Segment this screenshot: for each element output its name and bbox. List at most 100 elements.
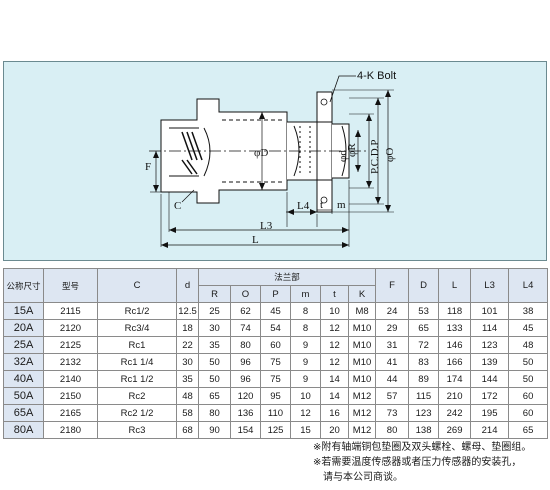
cell-model: 2165 bbox=[43, 404, 98, 422]
label-d: φd bbox=[337, 150, 349, 162]
cell-R: 80 bbox=[198, 404, 231, 422]
header-m: m bbox=[290, 285, 321, 303]
header-flange-group: 法兰部 bbox=[197, 268, 377, 286]
label-F: F bbox=[145, 161, 151, 173]
header-t: t bbox=[320, 285, 349, 303]
label-m: m bbox=[337, 199, 346, 211]
cell-L: 166 bbox=[438, 353, 472, 371]
cell-O: 96 bbox=[230, 353, 261, 371]
cell-L: 210 bbox=[438, 387, 472, 405]
label-R: φR bbox=[346, 143, 358, 157]
cell-model: 2140 bbox=[43, 370, 98, 388]
header-L3: L3 bbox=[470, 268, 510, 303]
cell-D: 115 bbox=[408, 387, 440, 405]
cell-L3: 139 bbox=[470, 353, 510, 371]
note-line: 请与本公司商谈。 bbox=[313, 472, 403, 483]
cell-C: Rc2 bbox=[97, 387, 177, 405]
cell-d: 48 bbox=[176, 387, 199, 405]
header-K: K bbox=[347, 285, 377, 303]
cell-L4: 65 bbox=[508, 421, 549, 439]
cell-t: 14 bbox=[320, 387, 349, 405]
cell-nominal: 80A bbox=[3, 421, 44, 439]
cell-D: 123 bbox=[408, 404, 440, 422]
cell-m: 8 bbox=[290, 302, 321, 320]
cell-d: 30 bbox=[176, 353, 199, 371]
cell-C: Rc1 bbox=[97, 336, 177, 354]
cell-L: 242 bbox=[438, 404, 472, 422]
cell-O: 136 bbox=[230, 404, 261, 422]
cell-O: 62 bbox=[230, 302, 261, 320]
bolt-callout: 4-K Bolt bbox=[357, 70, 396, 82]
cell-d: 35 bbox=[176, 370, 199, 388]
label-L3: L3 bbox=[260, 220, 273, 232]
cell-L: 146 bbox=[438, 336, 472, 354]
cell-C: Rc1 1/2 bbox=[97, 370, 177, 388]
cell-nominal: 15A bbox=[3, 302, 44, 320]
cell-R: 25 bbox=[198, 302, 231, 320]
cell-L4: 38 bbox=[508, 302, 549, 320]
notes: ※附有轴端铜包垫圈及双头螺栓、螺母、垫圈组。 ※若需要温度传感器或者压力传感器的… bbox=[313, 440, 547, 485]
cell-t: 10 bbox=[320, 302, 349, 320]
cell-R: 65 bbox=[198, 387, 231, 405]
cell-L3: 144 bbox=[470, 370, 510, 388]
cell-L: 118 bbox=[438, 302, 472, 320]
cell-model: 2125 bbox=[43, 336, 98, 354]
cell-R: 50 bbox=[198, 353, 231, 371]
cell-F: 80 bbox=[375, 421, 410, 439]
cell-t: 12 bbox=[320, 336, 349, 354]
cell-L3: 214 bbox=[470, 421, 510, 439]
cell-nominal: 32A bbox=[3, 353, 44, 371]
cell-O: 154 bbox=[230, 421, 261, 439]
cell-t: 12 bbox=[320, 353, 349, 371]
cell-R: 30 bbox=[198, 319, 231, 337]
cell-model: 2150 bbox=[43, 387, 98, 405]
header-P: P bbox=[260, 285, 291, 303]
label-D: φD bbox=[254, 147, 268, 159]
cell-F: 57 bbox=[375, 387, 410, 405]
label-O: φO bbox=[384, 148, 396, 162]
cell-t: 14 bbox=[320, 370, 349, 388]
cell-O: 120 bbox=[230, 387, 261, 405]
cell-L4: 50 bbox=[508, 370, 549, 388]
cell-F: 29 bbox=[375, 319, 410, 337]
cell-K: M12 bbox=[347, 387, 377, 405]
cell-m: 10 bbox=[290, 387, 321, 405]
cell-K: M10 bbox=[347, 353, 377, 371]
cell-t: 20 bbox=[320, 421, 349, 439]
cell-L4: 48 bbox=[508, 336, 549, 354]
cell-d: 12.5 bbox=[176, 302, 199, 320]
cell-K: M10 bbox=[347, 336, 377, 354]
cell-nominal: 65A bbox=[3, 404, 44, 422]
technical-drawing: 4-K Bolt φD F C L3 L L4 t m φd φR P.C.D.… bbox=[3, 61, 547, 261]
cell-K: M8 bbox=[347, 302, 377, 320]
cell-m: 15 bbox=[290, 421, 321, 439]
cell-R: 90 bbox=[198, 421, 231, 439]
cell-D: 138 bbox=[408, 421, 440, 439]
cell-d: 68 bbox=[176, 421, 199, 439]
cell-m: 9 bbox=[290, 336, 321, 354]
header-O: O bbox=[230, 285, 261, 303]
header-L4: L4 bbox=[508, 268, 549, 303]
cell-L4: 45 bbox=[508, 319, 549, 337]
label-C: C bbox=[174, 200, 181, 212]
cell-model: 2132 bbox=[43, 353, 98, 371]
cell-t: 12 bbox=[320, 319, 349, 337]
cell-P: 75 bbox=[260, 353, 291, 371]
cell-O: 96 bbox=[230, 370, 261, 388]
header-D: D bbox=[408, 268, 440, 303]
cell-d: 22 bbox=[176, 336, 199, 354]
cell-L: 174 bbox=[438, 370, 472, 388]
cell-L3: 172 bbox=[470, 387, 510, 405]
header-model: 型号 bbox=[43, 268, 98, 303]
label-L4: L4 bbox=[297, 200, 310, 212]
cell-R: 50 bbox=[198, 370, 231, 388]
cell-O: 74 bbox=[230, 319, 261, 337]
cell-L4: 60 bbox=[508, 404, 549, 422]
cell-model: 2115 bbox=[43, 302, 98, 320]
cell-K: M10 bbox=[347, 370, 377, 388]
